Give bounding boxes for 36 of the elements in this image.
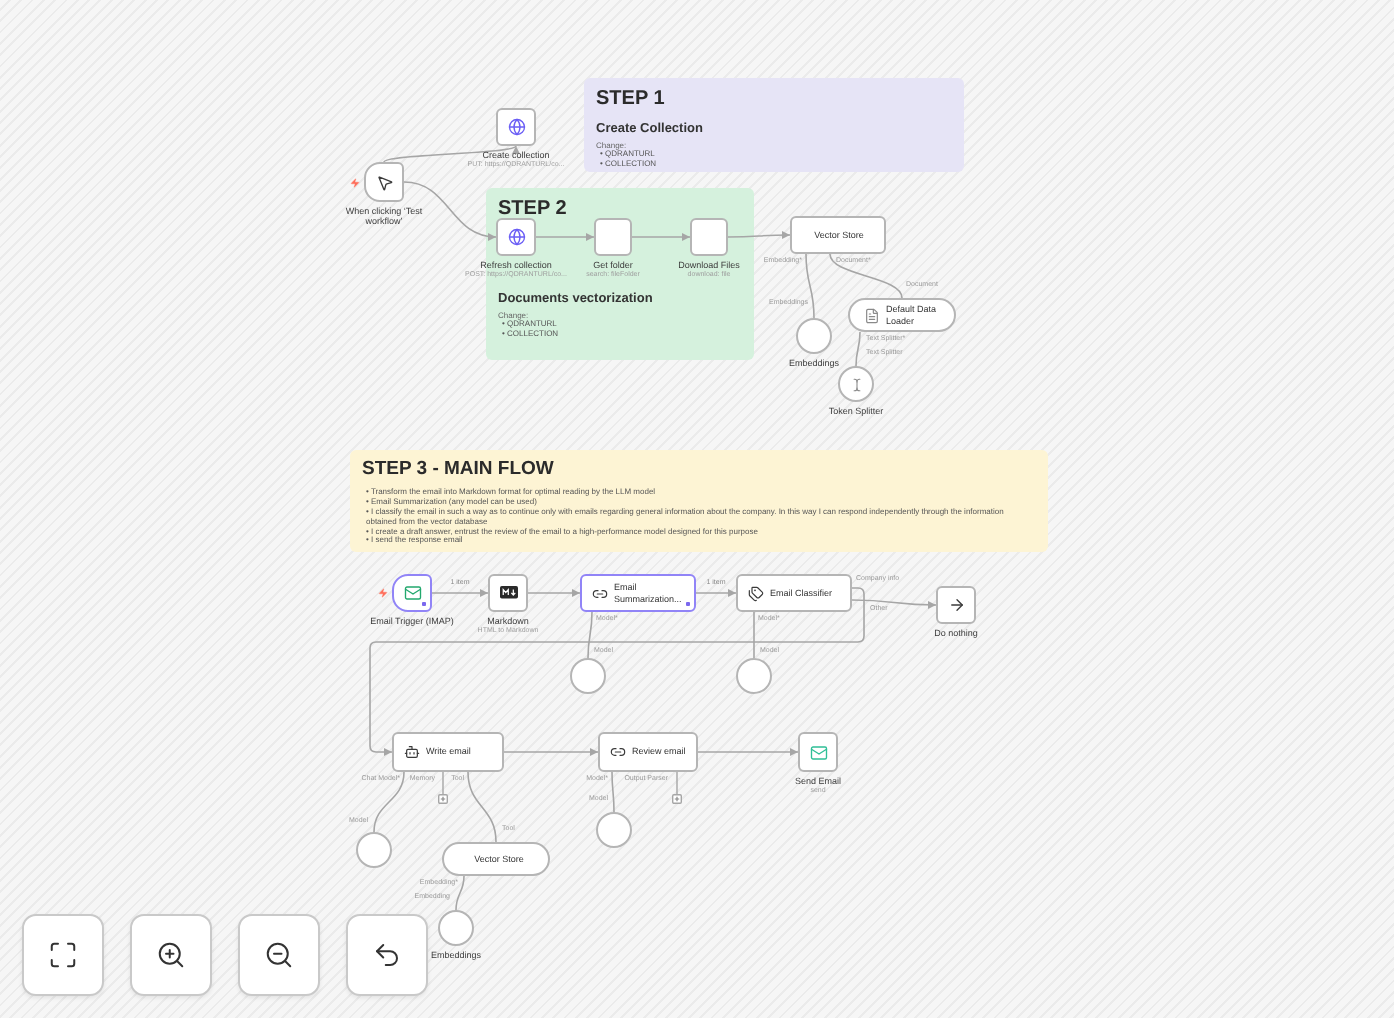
connector-arrow [527,589,581,597]
connector-arrow [431,589,489,597]
note-heading: STEP 3 - MAIN FLOW [362,460,556,481]
connector-arrow [851,599,937,609]
sub-node-circle [736,658,772,694]
node-card [848,298,956,332]
connector-arrow [695,589,737,597]
connector-arrow [503,748,599,756]
sub-node-circle [596,812,632,848]
connector-line [467,771,497,843]
connector-arrow [727,231,791,240]
connector-line [455,875,465,911]
sub-node-circle [356,832,392,868]
node-card [392,732,504,772]
connector-arrow [631,233,691,241]
connector-arrow [403,181,497,241]
connector-arrow [383,145,517,163]
connector-line [373,771,405,833]
node-card [442,842,550,876]
connector-line [753,611,755,659]
node-card [580,574,696,612]
connector-arrow [697,748,799,756]
connector-line [855,331,861,367]
note-heading: STEP 2 [498,198,569,220]
sub-node-circle [570,658,606,694]
node-card [736,574,852,612]
node-card [790,216,886,254]
connector-line [805,253,815,319]
connector-line [829,253,903,299]
connector-line [587,611,593,659]
connector-arrow [535,233,595,241]
connector-line [611,771,615,813]
sticky-note [350,450,1048,552]
connector-arrow [369,587,865,756]
node-card [598,732,698,772]
note-heading: STEP 1 [596,88,667,110]
